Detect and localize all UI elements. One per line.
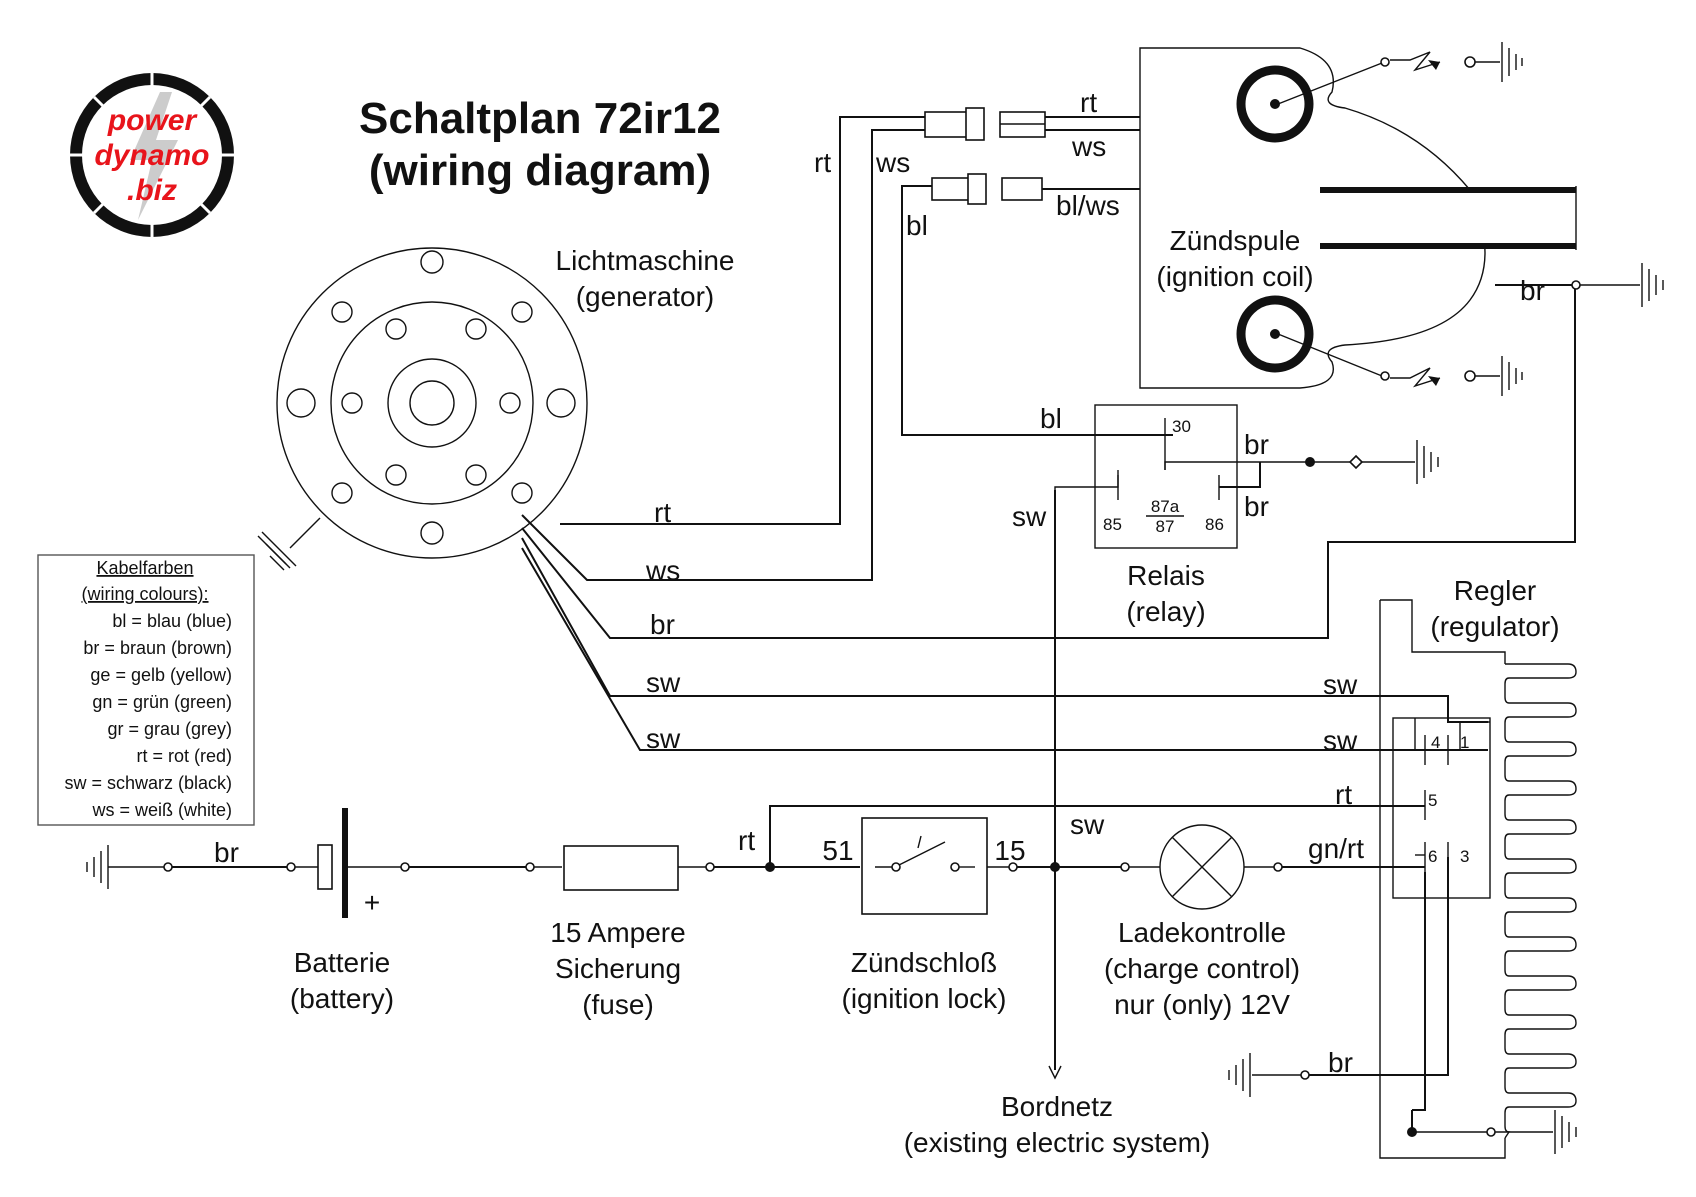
color-legend: Kabelfarben (wiring colours): bl = blau … bbox=[37, 554, 255, 826]
lock-label-2: (ignition lock) bbox=[842, 983, 1007, 1014]
relay-terminal-30: 30 bbox=[1172, 417, 1191, 436]
legend-item: gn = grün (green) bbox=[92, 692, 232, 712]
wire-label: ws bbox=[645, 555, 680, 586]
onboard-net-label-2: (existing electric system) bbox=[904, 1127, 1211, 1158]
ignition-lock bbox=[861, 817, 1060, 915]
fuse-label-2: Sicherung bbox=[555, 953, 681, 984]
logo-line2: dynamo bbox=[94, 139, 209, 172]
battery bbox=[317, 808, 562, 918]
wire-label: rt bbox=[1080, 87, 1097, 118]
wire-label: br bbox=[1244, 429, 1269, 460]
wire-label: ws bbox=[1071, 131, 1106, 162]
relay-terminal-86: 86 bbox=[1205, 515, 1224, 534]
wire-label: rt bbox=[738, 825, 755, 856]
charge-control-label-1: Ladekontrolle bbox=[1118, 917, 1286, 948]
regulator bbox=[1379, 599, 1577, 1159]
relay-terminal-87: 87 bbox=[1156, 517, 1175, 536]
battery-ground bbox=[86, 845, 318, 889]
coil-label-1: Zündspule bbox=[1170, 225, 1301, 256]
legend-heading-1: Kabelfarben bbox=[96, 558, 193, 578]
relay-terminal-85: 85 bbox=[1103, 515, 1122, 534]
onboard-net-label-1: Bordnetz bbox=[1001, 1091, 1113, 1122]
generator-label-2: (generator) bbox=[576, 281, 715, 312]
legend-heading-2: (wiring colours): bbox=[81, 584, 208, 604]
wire-label: bl bbox=[1040, 403, 1062, 434]
generator bbox=[257, 247, 588, 571]
wire-label: rt bbox=[814, 147, 831, 178]
regulator-label-2: (regulator) bbox=[1430, 611, 1559, 642]
wire-label: sw bbox=[1323, 725, 1358, 756]
legend-item: rt = rot (red) bbox=[136, 746, 232, 766]
logo-line1: power bbox=[107, 104, 199, 137]
fuse bbox=[563, 845, 775, 891]
logo-line3: .biz bbox=[127, 174, 177, 207]
battery-plus: + bbox=[364, 887, 380, 918]
top-connectors bbox=[924, 107, 1046, 205]
wire-label: ws bbox=[875, 147, 910, 178]
relay-terminal-87a: 87a bbox=[1151, 497, 1180, 516]
relay-label-2: (relay) bbox=[1126, 596, 1205, 627]
legend-item: sw = schwarz (black) bbox=[64, 773, 232, 793]
wire-label: br bbox=[1328, 1047, 1353, 1078]
wire-label: sw bbox=[646, 723, 681, 754]
rt-regulator-wire bbox=[769, 805, 1425, 867]
fuse-label-3: (fuse) bbox=[582, 989, 654, 1020]
relay-label-1: Relais bbox=[1127, 560, 1205, 591]
ignition-coil bbox=[1139, 42, 1664, 396]
charge-control-label-2: (charge control) bbox=[1104, 953, 1300, 984]
battery-label-2: (battery) bbox=[290, 983, 394, 1014]
wire-label: br bbox=[1244, 491, 1269, 522]
regulator-ground-br bbox=[1228, 1053, 1449, 1097]
wire-label: br bbox=[1520, 275, 1545, 306]
regulator-terminal-1: 1 bbox=[1460, 733, 1469, 752]
charge-control-lamp bbox=[1055, 824, 1425, 910]
lock-terminal-51: 51 bbox=[822, 835, 853, 866]
title-line2: (wiring diagram) bbox=[369, 146, 711, 195]
wire-label: sw bbox=[1070, 809, 1105, 840]
wire-label: rt bbox=[1335, 779, 1352, 810]
wire-label: bl bbox=[906, 210, 928, 241]
regulator-terminal-6: 6 bbox=[1428, 847, 1437, 866]
legend-item: ws = weiß (white) bbox=[91, 800, 232, 820]
wire-label: sw bbox=[1012, 501, 1047, 532]
battery-label-1: Batterie bbox=[294, 947, 391, 978]
wire-label: gn/rt bbox=[1308, 833, 1364, 864]
legend-item: br = braun (brown) bbox=[83, 638, 232, 658]
lock-terminal-15: 15 bbox=[994, 835, 1025, 866]
wire-label: br bbox=[214, 837, 239, 868]
generator-holes bbox=[286, 250, 576, 545]
wire-labels: rt ws bl rt ws bl/ws br bl br br sw rt w… bbox=[214, 87, 1545, 1078]
legend-item: bl = blau (blue) bbox=[112, 611, 232, 631]
regulator-terminal-3: 3 bbox=[1460, 847, 1469, 866]
wire-label: sw bbox=[1323, 669, 1358, 700]
logo: power dynamo .biz bbox=[70, 73, 234, 237]
regulator-ground-bottom bbox=[1407, 872, 1577, 1154]
legend-item: ge = gelb (yellow) bbox=[90, 665, 232, 685]
title-line1: Schaltplan 72ir12 bbox=[359, 94, 721, 143]
regulator-label-1: Regler bbox=[1454, 575, 1536, 606]
charge-control-label-3: nur (only) 12V bbox=[1114, 989, 1290, 1020]
wire-label: bl/ws bbox=[1056, 190, 1120, 221]
relay bbox=[1054, 404, 1439, 549]
regulator-terminal-5: 5 bbox=[1428, 791, 1437, 810]
generator-label-1: Lichtmaschine bbox=[556, 245, 735, 276]
wire-label: sw bbox=[646, 667, 681, 698]
wire-label: br bbox=[650, 609, 675, 640]
coil-label-2: (ignition coil) bbox=[1156, 261, 1313, 292]
wire-label: rt bbox=[654, 497, 671, 528]
lock-label-1: Zündschloß bbox=[851, 947, 997, 978]
legend-item: gr = grau (grey) bbox=[107, 719, 232, 739]
fuse-label-1: 15 Ampere bbox=[550, 917, 685, 948]
regulator-terminal-4: 4 bbox=[1431, 733, 1440, 752]
arrow-down-icon bbox=[1048, 1065, 1062, 1080]
